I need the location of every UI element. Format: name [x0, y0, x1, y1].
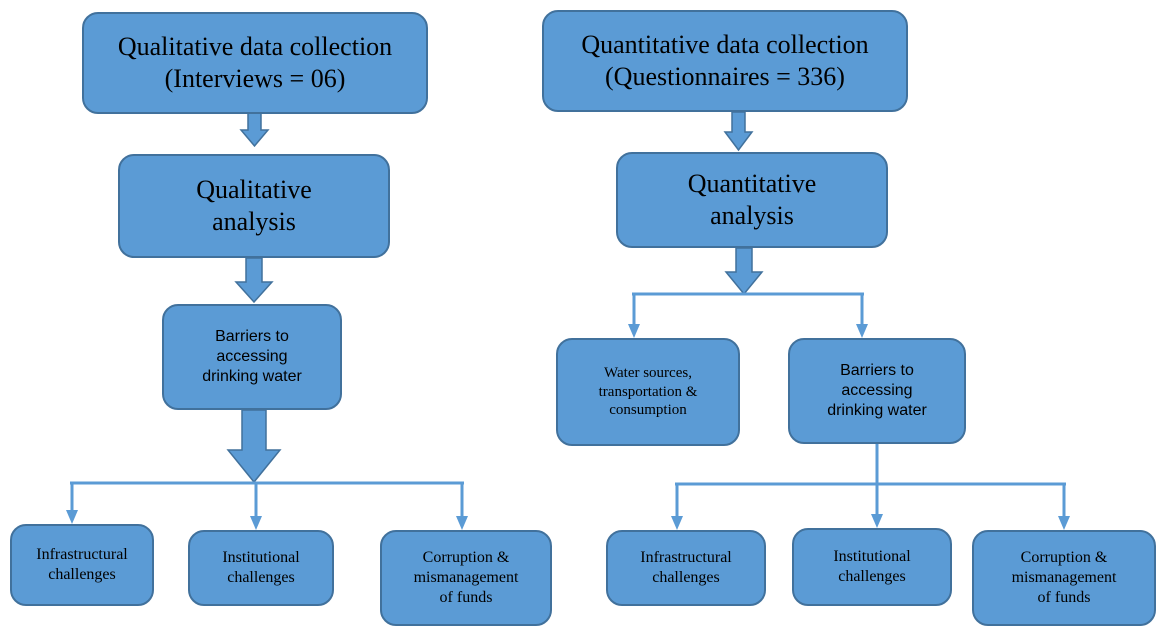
arrow-right-analysis-to-branches: [724, 247, 764, 296]
box-right-corruption: Corruption & mismanagement of funds: [972, 530, 1156, 626]
label-right-corruption: Corruption & mismanagement of funds: [1011, 549, 1117, 606]
box-right-barriers: Barriers to accessing drinking water: [788, 338, 966, 444]
label-qualitative-data-collection: Qualitative data collection (Interviews …: [117, 31, 393, 94]
box-left-infrastructural: Infrastructural challenges: [10, 524, 154, 606]
box-left-barriers: Barriers to accessing drinking water: [162, 304, 342, 410]
box-left-institutional: Institutional challenges: [188, 530, 334, 606]
box-left-corruption: Corruption & mismanagement of funds: [380, 530, 552, 626]
box-quantitative-data-collection: Quantitative data collection (Questionna…: [542, 10, 908, 112]
label-quantitative-analysis: Quantitative analysis: [687, 168, 817, 231]
arrow-right-collection-to-analysis: [723, 111, 754, 152]
box-right-infrastructural: Infrastructural challenges: [606, 530, 766, 606]
arrow-left-barriers-to-branches: [226, 409, 282, 484]
connector-right-upper-branches: [628, 292, 868, 338]
box-quantitative-analysis: Quantitative analysis: [616, 152, 888, 248]
box-qualitative-analysis: Qualitative analysis: [118, 154, 390, 258]
box-qualitative-data-collection: Qualitative data collection (Interviews …: [82, 12, 428, 114]
label-qualitative-analysis: Qualitative analysis: [196, 174, 312, 237]
label-left-infrastructural: Infrastructural challenges: [36, 546, 128, 583]
label-water-sources: Water sources, transportation & consumpt…: [598, 364, 698, 419]
arrow-left-analysis-to-barriers: [234, 257, 274, 304]
label-left-barriers: Barriers to accessing drinking water: [202, 328, 302, 385]
label-right-barriers: Barriers to accessing drinking water: [827, 362, 927, 419]
box-right-institutional: Institutional challenges: [792, 528, 952, 606]
label-right-institutional: Institutional challenges: [833, 548, 911, 585]
label-quantitative-data-collection: Quantitative data collection (Questionna…: [581, 29, 869, 92]
arrow-left-collection-to-analysis: [239, 111, 270, 148]
label-left-institutional: Institutional challenges: [222, 549, 300, 586]
box-water-sources: Water sources, transportation & consumpt…: [556, 338, 740, 446]
label-right-infrastructural: Infrastructural challenges: [640, 549, 732, 586]
label-left-corruption: Corruption & mismanagement of funds: [413, 549, 519, 606]
connector-right-lower-branches: [671, 444, 1070, 530]
connector-left-branches: [66, 481, 468, 530]
